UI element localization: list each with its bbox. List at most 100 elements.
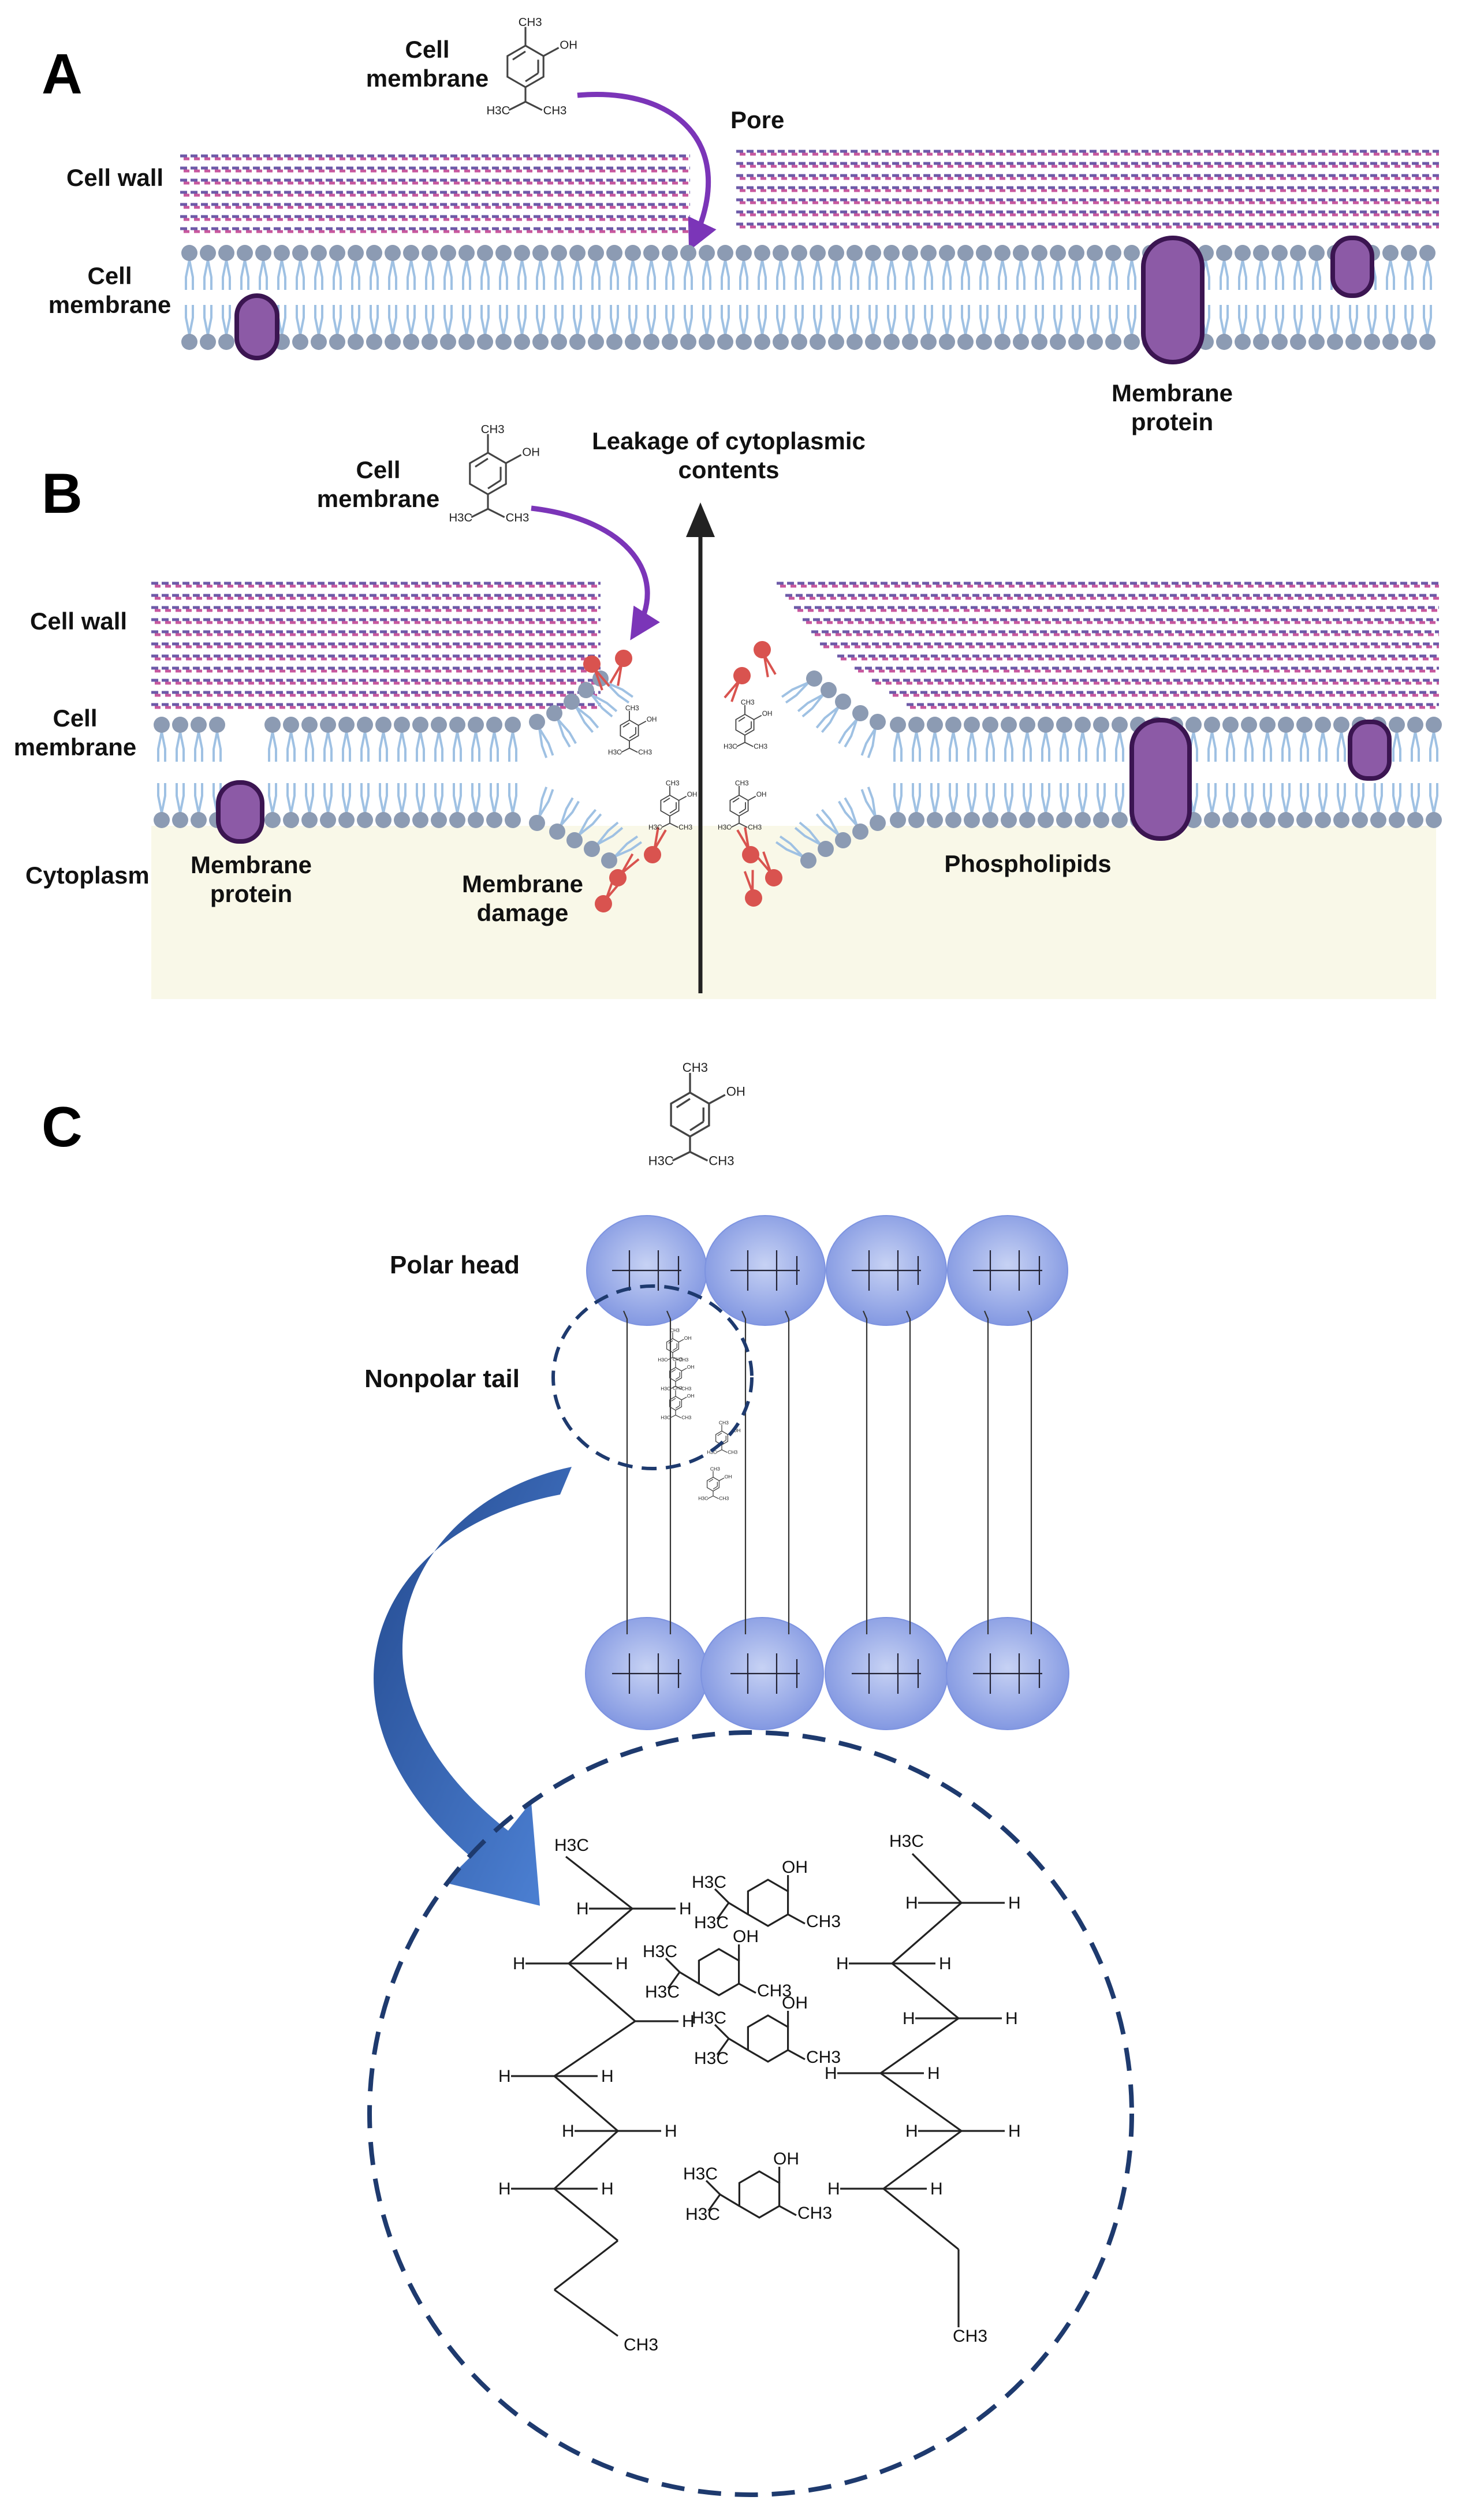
- phospholipid: [1124, 245, 1140, 350]
- oh-label: OH: [733, 1428, 741, 1433]
- wall-row: [180, 154, 690, 161]
- h-label: H: [498, 2179, 511, 2199]
- ch3-label: CH3: [735, 779, 749, 787]
- zoom-arrow-icon: [374, 1467, 572, 1906]
- h-label: H: [836, 1954, 849, 1973]
- phospholipid: [311, 245, 327, 350]
- wall-row: [736, 210, 1439, 217]
- ch3-label: CH3: [481, 423, 505, 436]
- label-line: Cell: [356, 456, 400, 483]
- phospholipid: [532, 245, 549, 350]
- label-line: membrane: [366, 65, 489, 92]
- phospholipid: [477, 245, 493, 350]
- phospholipid: [1419, 245, 1435, 350]
- phospholipid: [976, 245, 992, 350]
- fatty-acid-tail: [1027, 1310, 1032, 1634]
- ch3-label: CH3: [683, 1060, 708, 1075]
- phospholipid: [908, 717, 924, 828]
- h3c-label: H3C: [658, 1357, 668, 1363]
- ch3-label: CH3: [709, 1153, 734, 1168]
- cell-wall-right: [736, 150, 1439, 229]
- phospholipid: [1204, 717, 1220, 828]
- leakage-arrowhead: [686, 502, 715, 537]
- h3c-label: H3C: [889, 1832, 924, 1851]
- phospholipid: [1013, 245, 1029, 350]
- phospholipid: [860, 787, 886, 831]
- phospholipid: [1105, 245, 1121, 350]
- wall-row: [151, 630, 601, 636]
- wall-row: [785, 594, 1439, 600]
- phospholipid: [200, 245, 216, 350]
- ch3-label: CH3: [710, 1466, 720, 1472]
- h3c-label: H3C: [718, 823, 732, 831]
- phospholipid: [1253, 245, 1269, 350]
- fatty-acid-tail: [622, 1310, 628, 1634]
- h-label: H: [601, 2067, 614, 2086]
- membrane-protein-large: [1129, 718, 1192, 841]
- phospholipid: [847, 245, 863, 350]
- phospholipid: [566, 808, 602, 848]
- ch3-label: CH3: [754, 742, 767, 750]
- red-phospholipid: [755, 851, 782, 886]
- phospholipid: [865, 245, 881, 350]
- phospholipid: [1001, 717, 1017, 828]
- phospholipid: [1031, 245, 1047, 350]
- ch3-label: CH3: [748, 823, 762, 831]
- h-label: H: [1008, 1894, 1021, 1913]
- ch3-label: CH3: [719, 1420, 729, 1426]
- curved-arrow-icon: [577, 92, 717, 251]
- label-line: Leakage of cytoplasmic: [592, 427, 866, 454]
- phospholipid: [549, 797, 580, 840]
- ch3-label: CH3: [757, 1981, 792, 2000]
- ch3-label: CH3: [797, 2204, 832, 2223]
- wall-row: [151, 642, 601, 649]
- phospholipid: [927, 717, 943, 828]
- h3c-label: H3C: [449, 512, 472, 524]
- phospholipid: [218, 245, 234, 350]
- h-label: H: [498, 2067, 511, 2086]
- phospholipid: [775, 835, 816, 869]
- oh-label: OH: [687, 1393, 695, 1399]
- label-line: protein: [210, 880, 292, 907]
- phospholipid: [902, 245, 918, 350]
- membrane-protein-small: [216, 780, 264, 844]
- ch3-label: CH3: [670, 1328, 680, 1333]
- tail-highlight-circle: [551, 1284, 754, 1470]
- h-label: H: [825, 2064, 837, 2083]
- cell-wall-left: [151, 582, 601, 709]
- ch3-label: CH3: [624, 2335, 658, 2354]
- ch3-label: CH3: [741, 698, 755, 706]
- oh-label: OH: [560, 39, 577, 51]
- red-phospholipid: [609, 650, 632, 686]
- panel-b-letter: B: [42, 461, 83, 525]
- h3c-label: H3C: [661, 1415, 670, 1421]
- ch3-label: CH3: [728, 1450, 737, 1455]
- phospholipid: [1075, 717, 1091, 828]
- wall-row: [151, 679, 601, 685]
- phospholipid: [1222, 717, 1239, 828]
- red-phospholipid: [743, 870, 762, 907]
- phospholipid: [578, 682, 618, 718]
- phospholipid: [1056, 717, 1072, 828]
- panel-c-letter: C: [42, 1095, 83, 1158]
- label-line: Membrane: [191, 851, 312, 878]
- phospholipid: [1389, 717, 1405, 828]
- phospholipid: [1038, 717, 1054, 828]
- oh-label: OH: [782, 1993, 808, 2013]
- phospholipid: [643, 245, 659, 350]
- phospholipid: [375, 717, 391, 828]
- phospholipid: [449, 717, 465, 828]
- wall-row: [151, 691, 601, 697]
